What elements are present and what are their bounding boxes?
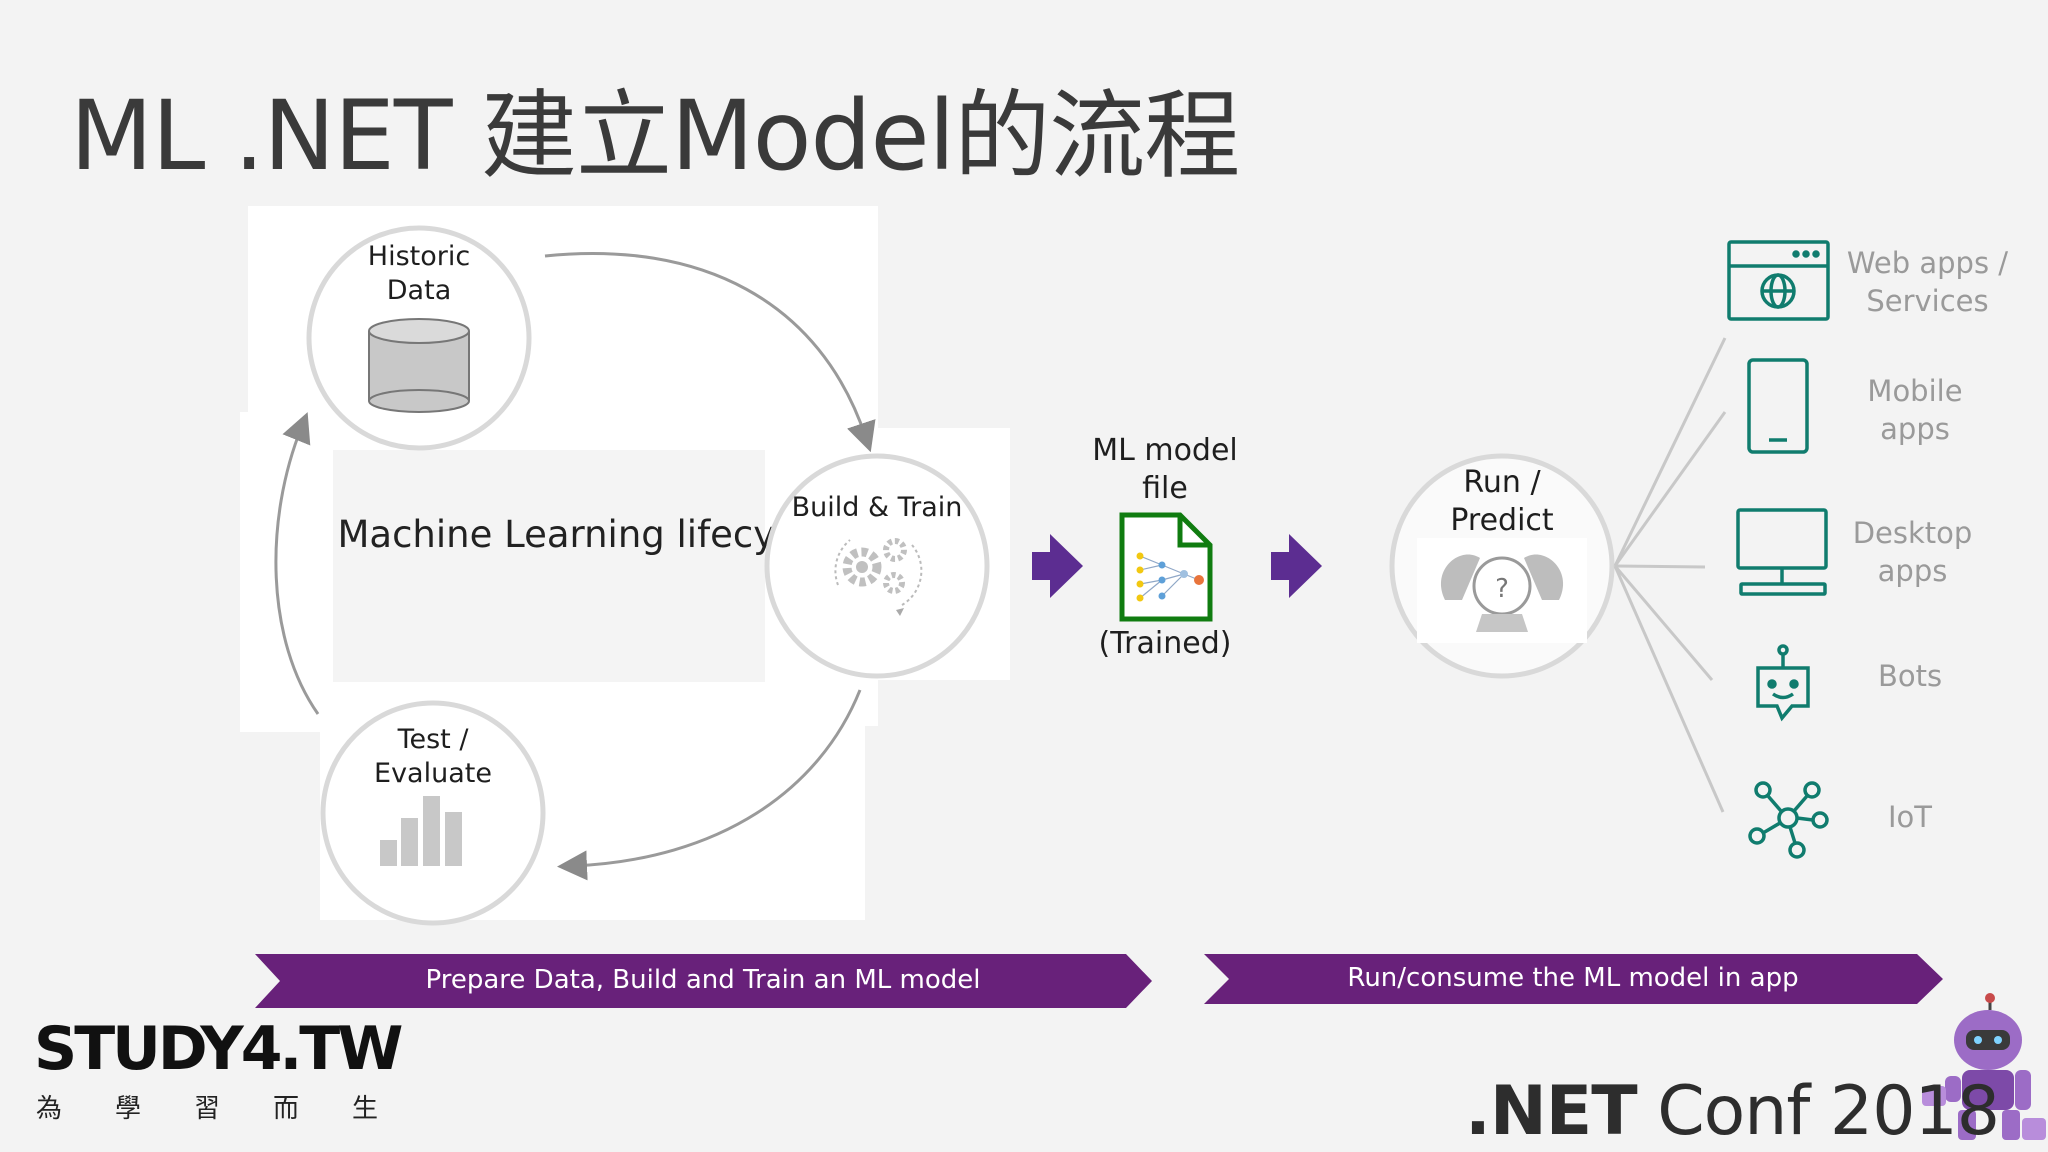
lifecycle-label: Machine Learning lifecycle bbox=[337, 513, 829, 556]
banner-right-shape bbox=[1204, 954, 1943, 1004]
model-file-icon bbox=[1119, 512, 1213, 622]
model-trained-label: (Trained) bbox=[1098, 626, 1232, 661]
web-browser-globe-icon bbox=[1727, 240, 1830, 321]
arc-data-to-build bbox=[544, 251, 876, 453]
mobile-phone-icon bbox=[1747, 358, 1809, 454]
arc-test-to-data bbox=[274, 412, 320, 715]
target-label-bots: Bots bbox=[1877, 659, 1943, 693]
arrow-to-model-icon bbox=[1032, 534, 1083, 598]
run-predict-label: Run / Predict bbox=[1450, 465, 1554, 538]
crystal-ball-icon: ? bbox=[1440, 554, 1564, 632]
iot-network-icon bbox=[1748, 781, 1829, 859]
tagline-char: 習 bbox=[194, 1094, 221, 1124]
model-file-label: ML model file bbox=[1092, 433, 1238, 506]
page-title: ML .NET 建立Model的流程 bbox=[70, 80, 1240, 192]
arrow-to-predict-icon bbox=[1271, 534, 1322, 598]
target-label-desktop: Desktop apps bbox=[1852, 516, 1973, 588]
banner-left-label: Prepare Data, Build and Train an ML mode… bbox=[425, 965, 981, 995]
study4-logo: STUDY4.TW bbox=[34, 1014, 403, 1084]
bar-chart-icon bbox=[380, 796, 462, 866]
historic-data-label: Historic Data bbox=[367, 241, 471, 306]
dotnet-conf-rest: Conf 2018 bbox=[1636, 1072, 2000, 1151]
dotnet-bot-mascot-icon bbox=[1922, 993, 2046, 1140]
banner-right-label: Run/consume the ML model in app bbox=[1347, 963, 1799, 993]
target-label-mobile: Mobile apps bbox=[1867, 374, 1963, 446]
desktop-monitor-icon bbox=[1736, 508, 1828, 596]
build-train-label: Build & Train bbox=[791, 492, 963, 523]
tagline-char: 生 bbox=[352, 1094, 379, 1124]
arc-build-to-test bbox=[557, 689, 862, 881]
tagline-char: 而 bbox=[273, 1094, 300, 1124]
dotnet-conf-logo: .NET Conf 2018 bbox=[1465, 1072, 2000, 1151]
target-label-web: Web apps / Services bbox=[1846, 246, 2009, 318]
tagline-char: 為 bbox=[36, 1094, 63, 1124]
bot-icon bbox=[1756, 644, 1810, 722]
lifecycle-panel-left bbox=[240, 412, 330, 732]
dotnet-conf-bold: .NET bbox=[1465, 1072, 1638, 1151]
tagline-char: 學 bbox=[115, 1094, 142, 1124]
svg-text:?: ? bbox=[1495, 574, 1509, 604]
lifecycle-center-box bbox=[333, 450, 765, 682]
gears-icon bbox=[834, 538, 923, 616]
banner-left-shape bbox=[255, 954, 1152, 1008]
fan-out-lines bbox=[1613, 337, 1727, 813]
database-icon bbox=[368, 318, 470, 413]
test-evaluate-label: Test / Evaluate bbox=[374, 724, 492, 789]
target-label-iot: IoT bbox=[1887, 800, 1932, 834]
study4-tagline: 為學習而生 bbox=[36, 1088, 431, 1125]
